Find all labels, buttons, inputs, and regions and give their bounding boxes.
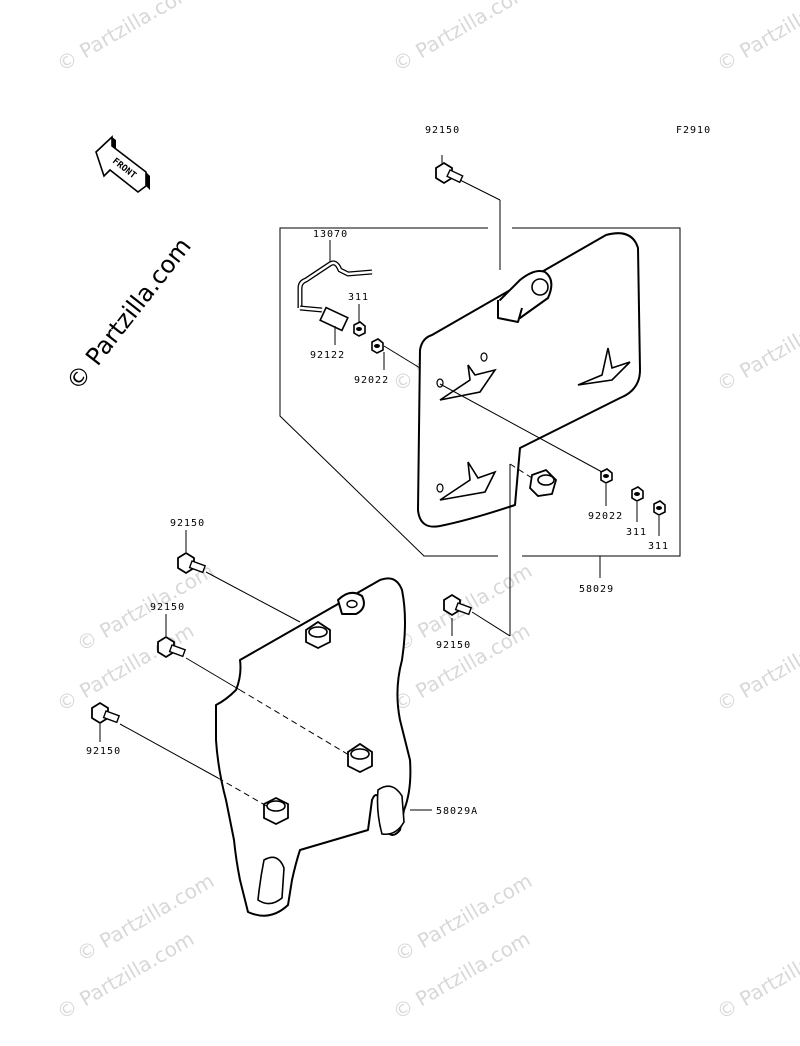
nut-311-top <box>353 321 366 337</box>
nut-92022-left <box>371 338 384 354</box>
leader-lines-lower <box>99 530 511 811</box>
collar-92122 <box>319 306 349 332</box>
watermark: © Partzilla.com <box>713 926 800 1024</box>
callout-collar: 92122 <box>310 350 345 361</box>
watermark: © Partzilla.com <box>713 618 800 716</box>
callout-bolt-left-2: 92150 <box>150 602 185 613</box>
watermark: © Partzilla.com <box>53 0 199 76</box>
callout-plate-assembly: 58029 <box>579 584 614 595</box>
callout-bolt-left-1: 92150 <box>170 518 205 529</box>
assembly-frame <box>279 227 681 557</box>
bolt-92150-left-2 <box>157 635 187 659</box>
callout-bolt-top: 92150 <box>425 125 460 136</box>
diagram-code: F2910 <box>676 125 711 136</box>
nut-311-b <box>653 500 666 516</box>
front-number-plate <box>215 577 412 917</box>
watermark-large: © Partzilla.com <box>61 233 197 396</box>
watermark: © Partzilla.com <box>713 0 800 76</box>
callout-labels: 92150 13070 311 92122 92022 92022 311 31… <box>86 125 669 817</box>
nut-311-a <box>631 486 644 502</box>
watermark: © Partzilla.com <box>389 0 535 76</box>
rod-13070 <box>297 260 373 313</box>
watermark: © Partzilla.com <box>713 298 800 396</box>
leader-lines-upper <box>329 155 660 636</box>
watermark: © Partzilla.com <box>53 618 199 716</box>
callout-number-plate-front: 58029A <box>436 806 478 817</box>
bolt-92150-left-3 <box>91 701 121 725</box>
callout-rod: 13070 <box>313 229 348 240</box>
front-arrow-icon: FRONT <box>95 135 150 194</box>
callout-nut-311-b: 311 <box>648 541 669 552</box>
callout-bolt-mid-right: 92150 <box>436 640 471 651</box>
callout-nut-92022-right: 92022 <box>588 511 623 522</box>
callout-nut-92022-left: 92022 <box>354 375 389 386</box>
callout-bolt-left-3: 92150 <box>86 746 121 757</box>
nut-92022-right <box>600 468 613 484</box>
bolt-92150-mid-right <box>443 593 473 617</box>
bolt-92150-left-1 <box>177 551 207 575</box>
rear-number-plate <box>417 232 641 528</box>
bolt-92150-top <box>435 161 464 185</box>
callout-nut-311-a: 311 <box>626 527 647 538</box>
callout-nut-311-top: 311 <box>348 292 369 303</box>
